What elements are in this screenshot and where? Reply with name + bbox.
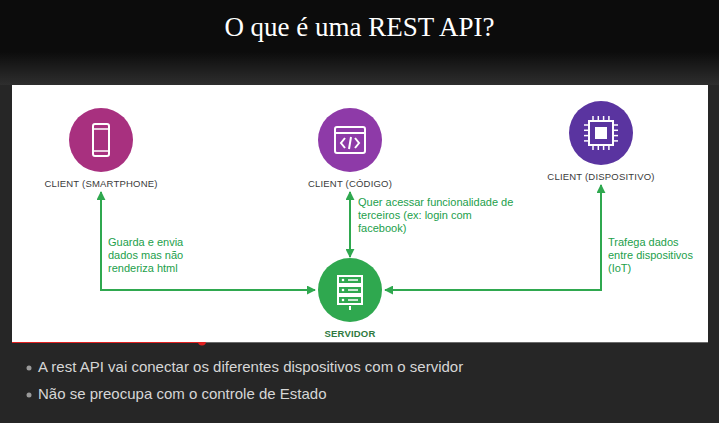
edge-label: Quer acessar funcionalidade de terceiros… — [356, 195, 520, 236]
edge-label: Guarda e envia dados mas não renderiza h… — [106, 235, 202, 276]
edge-label: Trafega dados entre dispositivos (IoT) — [606, 235, 702, 276]
bullet-text: A rest API vai conectar os diferentes di… — [38, 358, 463, 375]
slide-title: O que é uma REST API? — [0, 12, 719, 43]
node-circle-icon — [69, 108, 133, 172]
bullet-text: Não se preocupa com o controle de Estado — [38, 385, 327, 402]
node-label: CLIENT (DISPOSITIVO) — [545, 171, 657, 182]
node-label: CLIENT (SMARTPHONE) — [42, 178, 160, 189]
node-circle-icon — [318, 258, 382, 322]
connector-arrow — [101, 192, 315, 290]
node-circle-icon — [569, 101, 633, 165]
bullet-dot — [27, 393, 32, 398]
node-label: CLIENT (CÓDIGO) — [306, 178, 395, 189]
bullet-dot — [27, 366, 32, 371]
server-node: SERVIDOR — [316, 258, 384, 339]
connector-arrow — [349, 192, 351, 257]
client-node: CLIENT (DISPOSITIVO) — [545, 101, 657, 182]
client-node: CLIENT (SMARTPHONE) — [42, 108, 160, 189]
diagram-panel: CLIENT (SMARTPHONE) CLIENT (CÓDIGO) CLIENT… — [12, 85, 708, 342]
node-label: SERVIDOR — [316, 328, 384, 339]
client-node: CLIENT (CÓDIGO) — [306, 108, 395, 189]
node-circle-icon — [318, 108, 382, 172]
